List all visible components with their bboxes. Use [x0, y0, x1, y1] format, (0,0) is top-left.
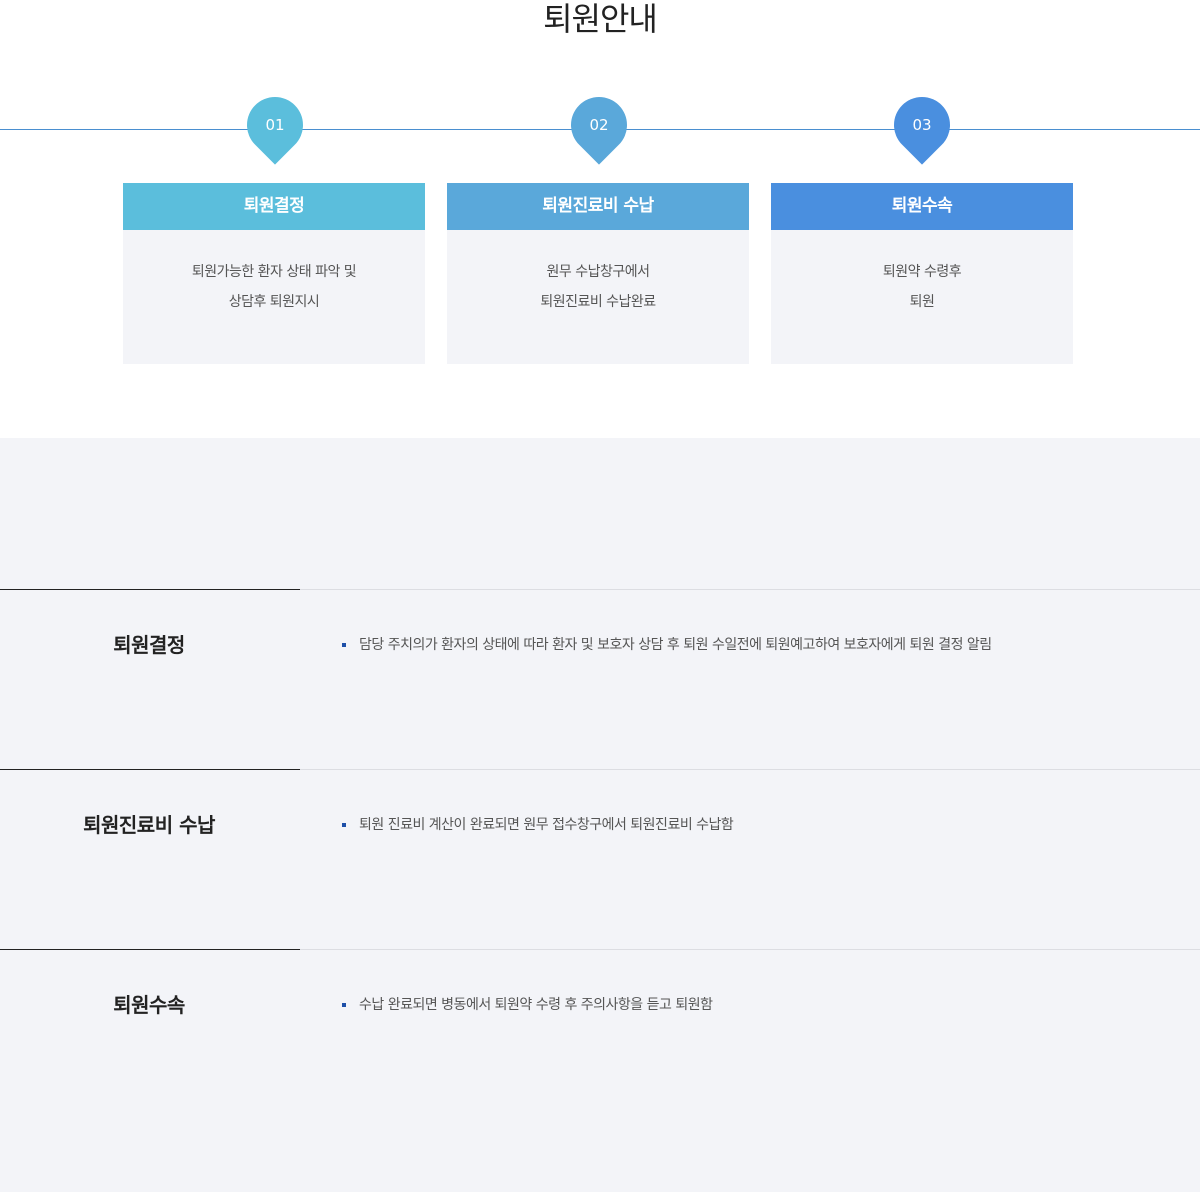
- detail-row-1: 퇴원결정 담당 주치의가 환자의 상태에 따라 환자 및 보호자 상담 후 퇴원…: [0, 589, 1200, 769]
- detail-text: 수납 완료되면 병동에서 퇴원약 수령 후 주의사항을 듣고 퇴원함: [359, 997, 713, 1013]
- step-number: 02: [589, 116, 609, 134]
- step-card-description: 원무 수납창구에서 퇴원진료비 수납완료: [447, 230, 749, 317]
- step-number: 01: [265, 116, 285, 134]
- detail-text: 퇴원 진료비 계산이 완료되면 원무 접수창구에서 퇴원진료비 수납함: [359, 817, 734, 833]
- step-card-title: 퇴원수속: [771, 183, 1073, 230]
- step-card-line: 퇴원약 수령후: [882, 264, 962, 280]
- step-card-line: 상담후 퇴원지시: [228, 294, 320, 310]
- row-divider-accent: [0, 949, 300, 950]
- step-card-line: 퇴원진료비 수납완료: [540, 294, 656, 310]
- detail-row-2: 퇴원진료비 수납 퇴원 진료비 계산이 완료되면 원무 접수창구에서 퇴원진료비…: [0, 769, 1200, 949]
- bullet-icon: [342, 823, 346, 827]
- step-card-title: 퇴원진료비 수납: [447, 183, 749, 230]
- step-marker-2: 02: [559, 85, 639, 165]
- detail-section: 퇴원결정 담당 주치의가 환자의 상태에 따라 환자 및 보호자 상담 후 퇴원…: [0, 438, 1200, 1192]
- page-title: 퇴원안내: [543, 0, 658, 38]
- bullet-icon: [342, 1003, 346, 1007]
- step-card-1: 퇴원결정 퇴원가능한 환자 상태 파악 및 상담후 퇴원지시: [123, 183, 425, 364]
- step-marker-3: 03: [882, 85, 962, 165]
- step-card-line: 원무 수납창구에서: [546, 264, 651, 280]
- row-divider-accent: [0, 589, 300, 590]
- row-divider: [0, 589, 1200, 590]
- bullet-icon: [342, 643, 346, 647]
- detail-row-3: 퇴원수속 수납 완료되면 병동에서 퇴원약 수령 후 주의사항을 듣고 퇴원함: [0, 949, 1200, 1129]
- step-card-description: 퇴원가능한 환자 상태 파악 및 상담후 퇴원지시: [123, 230, 425, 317]
- step-card-description: 퇴원약 수령후 퇴원: [771, 230, 1073, 317]
- step-number: 03: [912, 116, 932, 134]
- step-card-title: 퇴원결정: [123, 183, 425, 230]
- detail-title: 퇴원수속: [113, 993, 185, 1017]
- step-card-2: 퇴원진료비 수납 원무 수납창구에서 퇴원진료비 수납완료: [447, 183, 749, 364]
- detail-title: 퇴원결정: [113, 633, 185, 657]
- detail-title: 퇴원진료비 수납: [83, 813, 215, 837]
- step-card-3: 퇴원수속 퇴원약 수령후 퇴원: [771, 183, 1073, 364]
- row-divider-accent: [0, 769, 300, 770]
- detail-text: 담당 주치의가 환자의 상태에 따라 환자 및 보호자 상담 후 퇴원 수일전에…: [359, 637, 992, 653]
- step-card-line: 퇴원: [909, 294, 935, 310]
- step-marker-1: 01: [235, 85, 315, 165]
- step-card-line: 퇴원가능한 환자 상태 파악 및: [191, 264, 357, 280]
- row-divider: [0, 769, 1200, 770]
- row-divider: [0, 949, 1200, 950]
